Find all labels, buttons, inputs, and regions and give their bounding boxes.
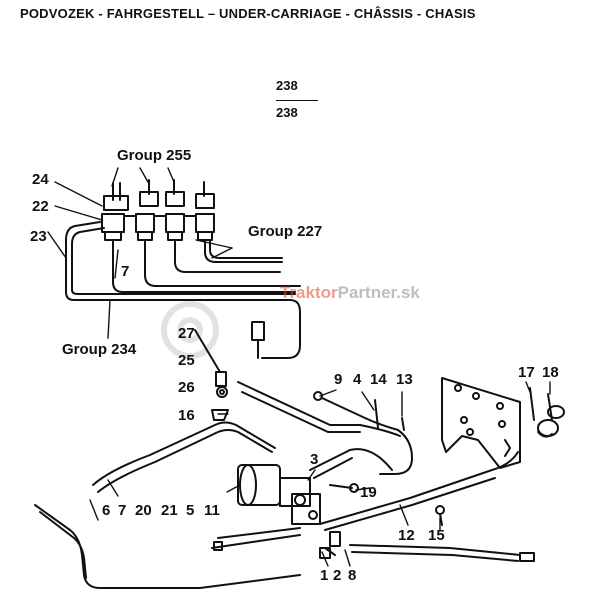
- callout-12: 12: [398, 527, 415, 544]
- callout-13: 13: [396, 371, 413, 388]
- mounting-bracket: [441, 377, 565, 469]
- callout-5: 5: [186, 502, 195, 519]
- label-group-227: Group 227: [248, 223, 323, 240]
- label-group-255: Group 255: [117, 147, 192, 164]
- diagram-title: PODVOZEK - FAHRGESTELL – UNDER-CARRIAGE …: [20, 6, 476, 21]
- fasteners: [194, 329, 229, 421]
- callout-4: 4: [353, 371, 362, 388]
- watermark-part-1: Traktor: [280, 283, 338, 302]
- callout-16: 16: [178, 407, 195, 424]
- hydraulic-pipe-lower-right: [349, 505, 535, 562]
- callout-20: 20: [135, 502, 152, 519]
- label-group-234: Group 234: [62, 341, 137, 358]
- callout-26: 26: [178, 379, 195, 396]
- callout-27: 27: [178, 325, 195, 342]
- callout-24: 24: [32, 171, 49, 188]
- callout-21: 21: [161, 502, 178, 519]
- callout-14: 14: [370, 371, 387, 388]
- callout-2: 2: [333, 567, 342, 584]
- hydraulic-pipes-upper: [65, 221, 301, 359]
- callout-1: 1: [320, 567, 329, 584]
- callout-7-upper: 7: [121, 263, 130, 280]
- page-number-top: 238: [276, 78, 298, 93]
- valve-block: [101, 179, 215, 241]
- callout-15: 15: [428, 527, 445, 544]
- watermark-part-2: Partner.sk: [337, 283, 420, 302]
- hydraulic-pipes-left: [34, 421, 301, 589]
- callout-8: 8: [348, 567, 357, 584]
- callout-leaders: [47, 167, 551, 567]
- hydraulic-pipes-middle: [237, 381, 413, 475]
- callout-11: 11: [204, 502, 220, 519]
- callout-6: 6: [102, 502, 111, 519]
- callout-3: 3: [310, 451, 319, 468]
- page-number-bottom: 238: [276, 105, 298, 120]
- watermark-gear-icon: [161, 301, 219, 359]
- page-number-divider: [276, 100, 318, 101]
- callout-9: 9: [334, 371, 343, 388]
- callout-25: 25: [178, 352, 195, 369]
- callout-17: 17: [518, 364, 535, 381]
- callout-19: 19: [360, 484, 377, 501]
- callout-7-lower: 7: [118, 502, 127, 519]
- callout-22: 22: [32, 198, 49, 215]
- callout-18: 18: [542, 364, 559, 381]
- central-assembly: [211, 448, 519, 559]
- watermark: TraktorPartner.sk: [280, 283, 420, 303]
- callout-23: 23: [30, 228, 47, 245]
